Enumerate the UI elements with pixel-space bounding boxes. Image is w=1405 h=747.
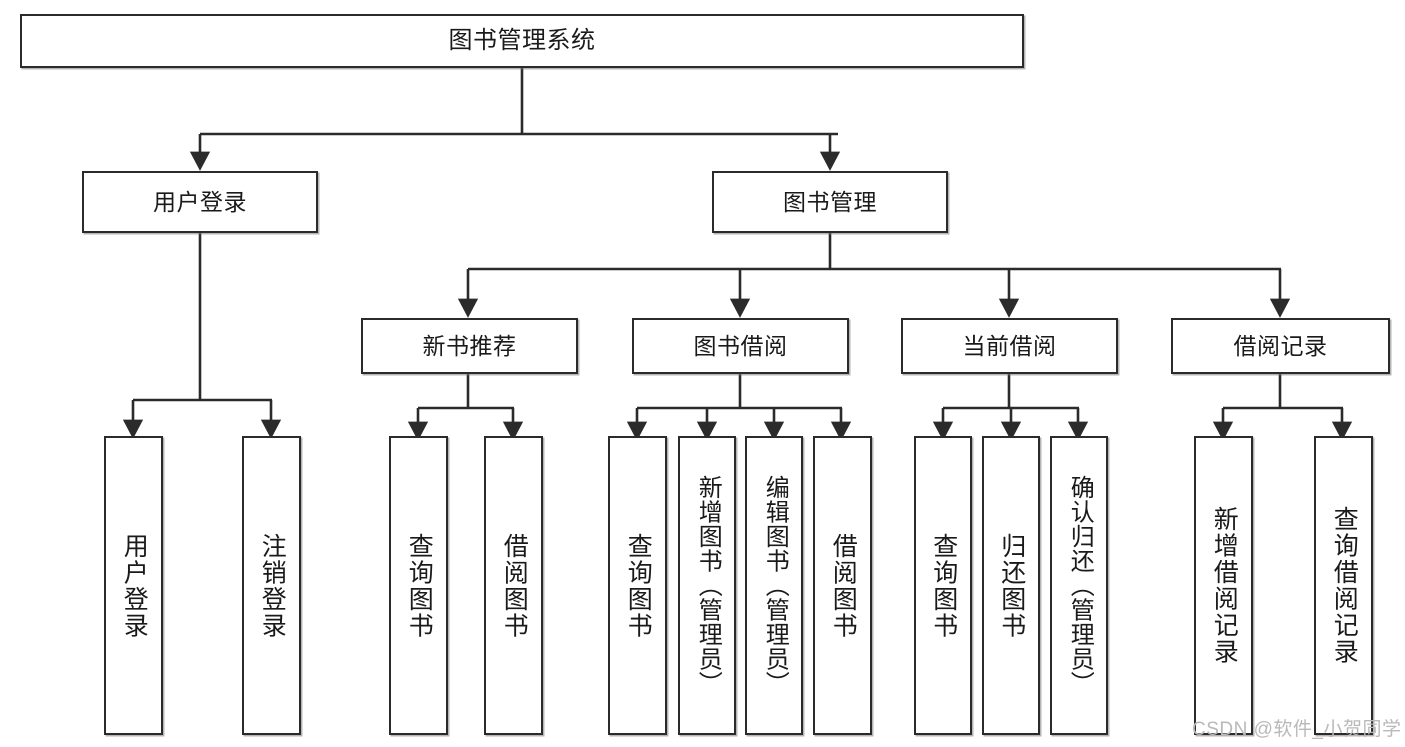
node-label: 用户登录 [153, 188, 247, 215]
node-label: 新增借阅记录 [1210, 506, 1239, 665]
node-new-book-rec[interactable]: 新书推荐 [361, 318, 578, 374]
node-label: 当前借阅 [962, 332, 1057, 359]
node-label: 新增图书（管理员） [694, 475, 722, 696]
node-label: 查询图书 [929, 532, 958, 639]
node-label: 借阅图书 [829, 532, 858, 639]
node-leaf-cl-query-book[interactable]: 查询图书 [914, 436, 972, 735]
node-book-borrow[interactable]: 图书借阅 [632, 318, 849, 374]
node-label: 新书推荐 [422, 332, 517, 359]
node-leaf-user-login[interactable]: 用户登录 [104, 436, 163, 735]
node-label: 归还图书 [997, 532, 1026, 639]
node-label: 注销登录 [258, 532, 287, 639]
node-leaf-lr-add-record[interactable]: 新增借阅记录 [1194, 436, 1253, 735]
node-label: 借阅记录 [1233, 332, 1328, 359]
csdn-watermark: CSDN @软件_小贺同学 [1192, 719, 1402, 740]
node-label: 图书管理系统 [448, 27, 596, 55]
node-current-loan[interactable]: 当前借阅 [901, 318, 1118, 374]
node-label: 图书借阅 [693, 332, 788, 359]
node-user-login[interactable]: 用户登录 [82, 171, 318, 233]
node-leaf-lr-query-record[interactable]: 查询借阅记录 [1314, 436, 1373, 735]
node-leaf-bb-edit-book[interactable]: 编辑图书（管理员） [745, 436, 803, 735]
node-label: 图书管理 [783, 188, 877, 215]
node-leaf-cl-return-book[interactable]: 归还图书 [982, 436, 1040, 735]
node-leaf-bb-add-book[interactable]: 新增图书（管理员） [678, 436, 736, 735]
node-label: 用户登录 [120, 532, 149, 639]
node-leaf-rec-query-book[interactable]: 查询图书 [389, 436, 448, 735]
node-leaf-cl-confirm-return[interactable]: 确认归还（管理员） [1050, 436, 1108, 735]
node-label: 确认归还（管理员） [1066, 475, 1094, 696]
node-label: 查询图书 [624, 532, 653, 639]
node-leaf-bb-query-book[interactable]: 查询图书 [608, 436, 667, 735]
node-label: 查询借阅记录 [1330, 506, 1359, 665]
node-label: 借阅图书 [500, 532, 529, 639]
node-root-system[interactable]: 图书管理系统 [20, 14, 1024, 68]
node-leaf-bb-borrow-book[interactable]: 借阅图书 [813, 436, 872, 735]
node-book-manage[interactable]: 图书管理 [712, 171, 948, 233]
node-leaf-rec-borrow-book[interactable]: 借阅图书 [484, 436, 543, 735]
node-leaf-user-logout[interactable]: 注销登录 [242, 436, 301, 735]
node-label: 编辑图书（管理员） [761, 475, 789, 696]
node-loan-record[interactable]: 借阅记录 [1171, 318, 1390, 374]
node-label: 查询图书 [405, 532, 434, 639]
